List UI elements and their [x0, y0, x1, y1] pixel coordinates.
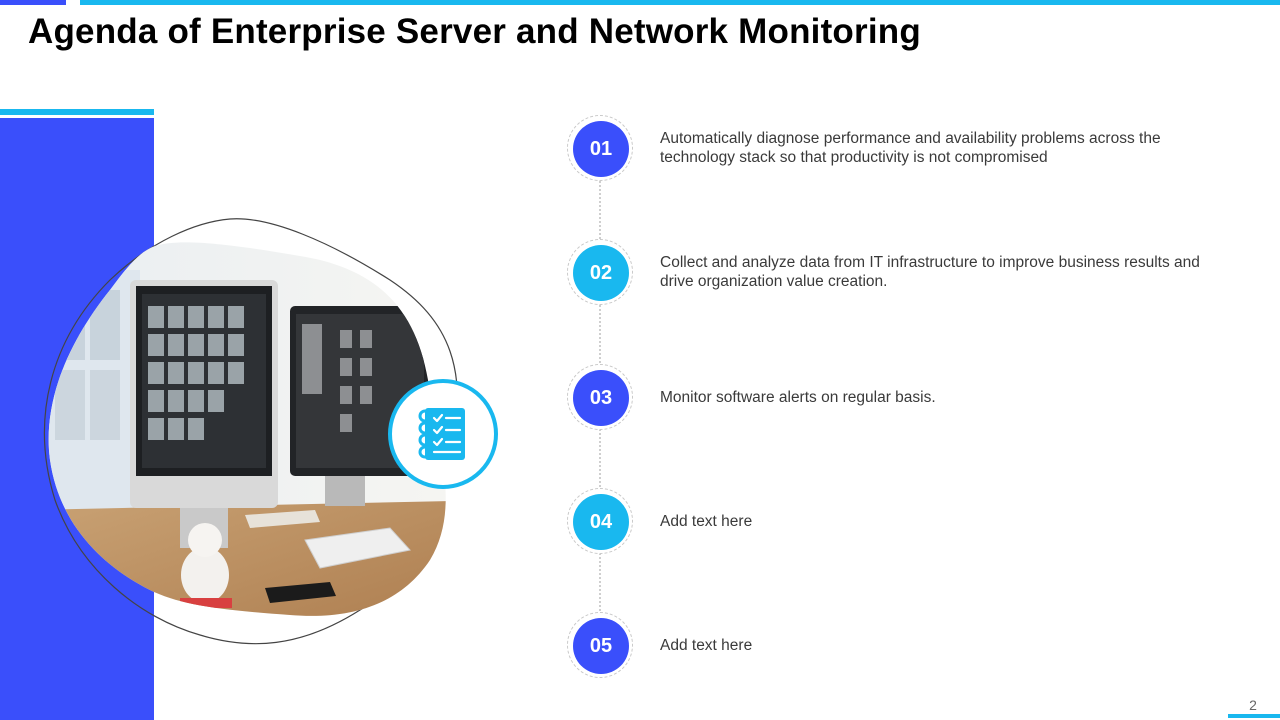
step-description: Monitor software alerts on regular basis…: [660, 388, 936, 406]
step-description: Add text here: [660, 636, 753, 654]
step-description: Collect and analyze data from IT infrast…: [660, 254, 1200, 290]
step-number-badge: 04: [573, 494, 629, 550]
page-number-underline: [1228, 714, 1280, 718]
step-number-badge: 02: [573, 245, 629, 301]
top-accent-bar-light: [80, 0, 1280, 5]
step-ring: 05: [567, 612, 633, 678]
agenda-icon-badge: [388, 379, 498, 489]
agenda-item-3: 03 Monitor software alerts on regular ba…: [567, 364, 1207, 430]
step-ring: 01: [567, 115, 633, 181]
page-title: Agenda of Enterprise Server and Network …: [28, 12, 921, 51]
agenda-item-1: 01 Automatically diagnose performance an…: [567, 115, 1207, 181]
step-number-badge: 01: [573, 121, 629, 177]
step-description: Add text here: [660, 512, 753, 530]
step-number-badge: 05: [573, 618, 629, 674]
workstation-illustration: [43, 218, 459, 645]
top-accent-bar-dark: [0, 0, 66, 5]
workstation-photo: [30, 210, 500, 655]
agenda-item-5: 05 Add text here: [567, 612, 1207, 678]
checklist-notebook-icon: [418, 408, 465, 460]
step-number-badge: 03: [573, 370, 629, 426]
step-ring: 04: [567, 488, 633, 554]
agenda-item-4: 04 Add text here: [567, 488, 1207, 554]
page-number: 2: [1249, 697, 1257, 713]
step-ring: 02: [567, 239, 633, 305]
step-description: Automatically diagnose performance and a…: [660, 130, 1161, 166]
step-ring: 03: [567, 364, 633, 430]
side-accent-stripe: [0, 109, 154, 115]
agenda-item-2: 02 Collect and analyze data from IT infr…: [567, 239, 1207, 305]
